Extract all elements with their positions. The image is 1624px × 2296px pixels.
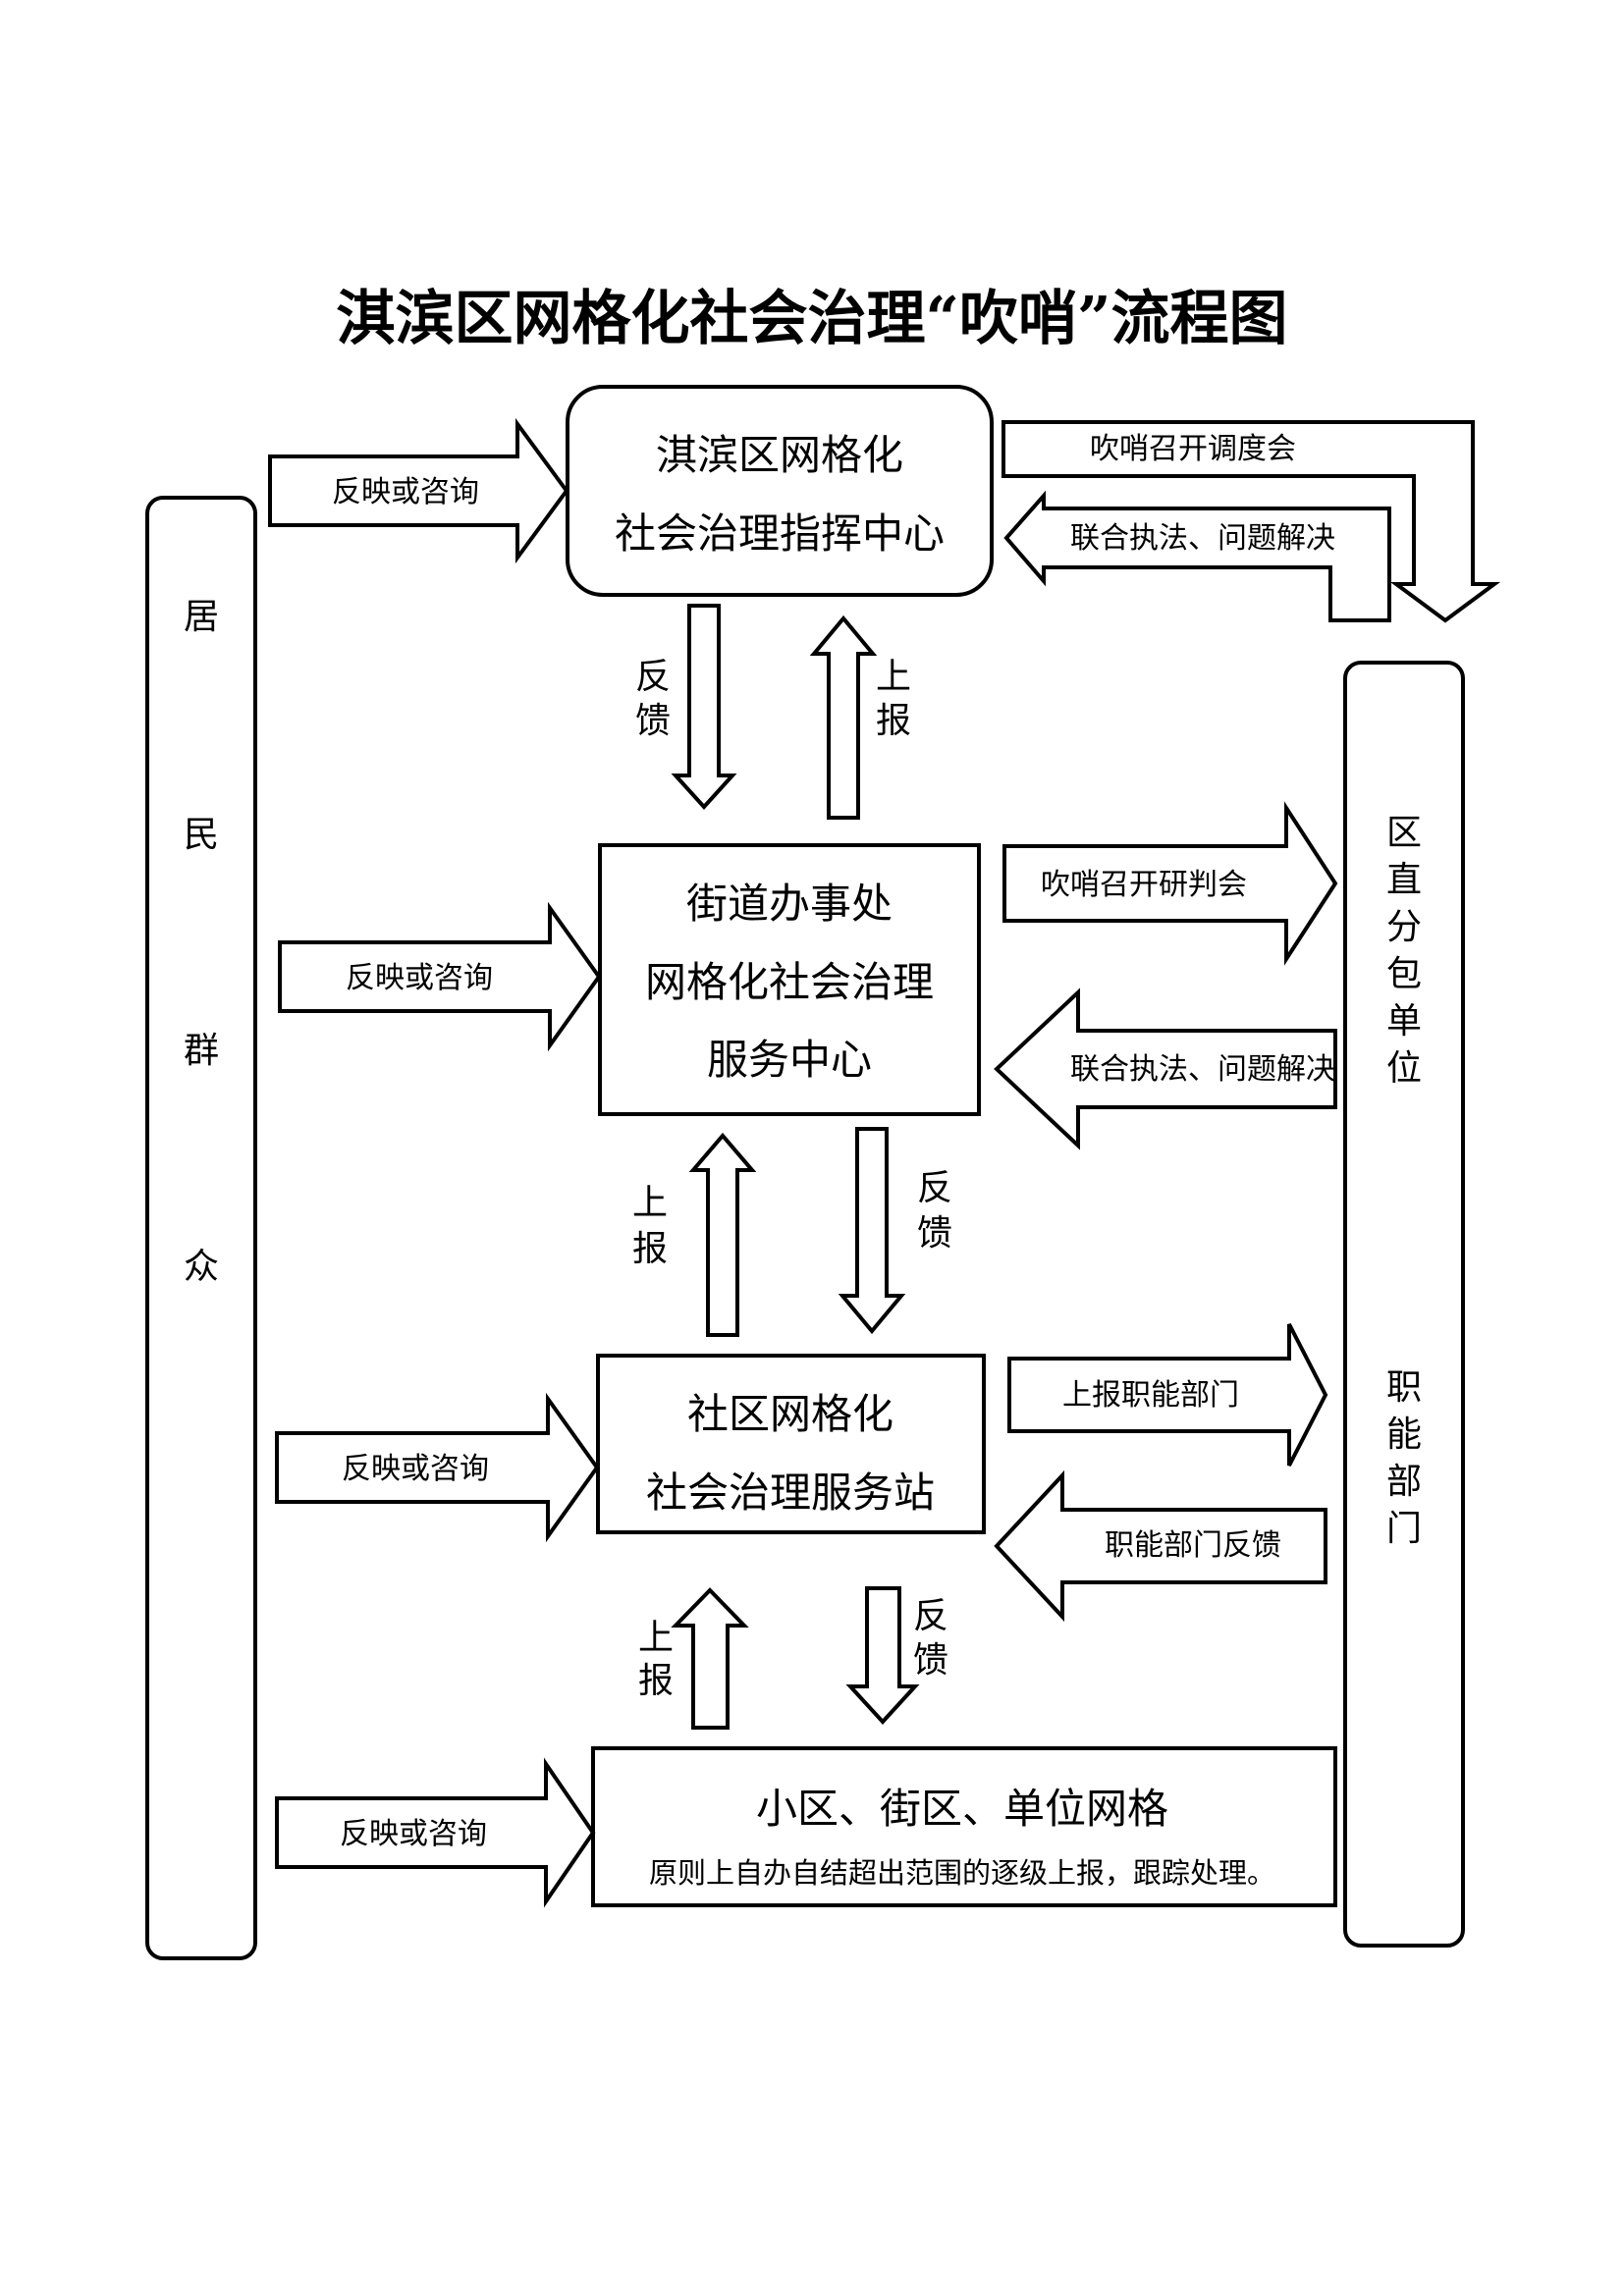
dept-feedback-label: 职能部门反馈	[1105, 1528, 1281, 1563]
report-label-char: 上	[632, 1183, 668, 1223]
district-units-label: 区 直 分 包 单 位	[1386, 813, 1422, 1089]
consult-arrow	[268, 417, 569, 564]
consult-arrow-label: 反映或咨询	[342, 1452, 489, 1486]
report-arrow-up	[671, 1587, 749, 1730]
street-center-line: 街道办事处	[686, 880, 893, 928]
page-title: 淇滨区网格化社会治理“吹哨”流程图	[336, 285, 1287, 353]
street-center-line: 服务中心	[707, 1036, 872, 1084]
consult-arrow-label: 反映或咨询	[346, 961, 493, 995]
whistle-research-label: 吹哨召开研判会	[1041, 868, 1247, 902]
feedback-label-char: 馈	[635, 701, 671, 741]
street-center-line: 网格化社会治理	[645, 958, 934, 1006]
district-units-char: 位	[1386, 1048, 1422, 1089]
residents-box	[145, 496, 257, 1960]
functional-departments-label: 职 能 部 门	[1386, 1367, 1422, 1549]
feedback-label-char: 反	[917, 1168, 952, 1208]
community-station-line: 社会治理服务站	[646, 1468, 935, 1517]
report-label-char: 报	[638, 1661, 674, 1701]
district-units-char: 包	[1386, 954, 1422, 994]
report-dept-arrow	[1007, 1323, 1328, 1467]
community-station-box	[596, 1354, 986, 1534]
whistle-dispatch-arrow	[1001, 420, 1501, 623]
consult-arrow	[275, 1392, 600, 1543]
community-station-line: 社区网格化	[687, 1390, 893, 1438]
residents-char: 众	[184, 1247, 219, 1287]
report-arrow-up	[688, 1132, 757, 1337]
feedback-label-char: 反	[913, 1596, 948, 1636]
grid-note: 原则上自办自结超出范围的逐级上报，跟踪处理。	[649, 1856, 1275, 1890]
whistle-dispatch-label: 吹哨召开调度会	[1090, 432, 1296, 466]
feedback-label-char: 馈	[917, 1213, 952, 1254]
residents-label: 居 民 群 众	[184, 597, 219, 1287]
joint-enforce-label: 联合执法、问题解决	[1070, 1052, 1335, 1087]
dept-feedback-arrow	[994, 1469, 1327, 1623]
functional-departments-char: 门	[1386, 1509, 1422, 1549]
joint-enforce-arrow	[994, 988, 1337, 1150]
district-units-char: 直	[1386, 860, 1422, 900]
report-dept-label: 上报职能部门	[1062, 1378, 1239, 1413]
district-units-char: 分	[1386, 907, 1422, 947]
command-center-line: 社会治理指挥中心	[615, 509, 945, 558]
feedback-label-char: 反	[635, 657, 671, 697]
consult-arrow	[275, 1757, 596, 1908]
report-label-char: 报	[876, 701, 911, 741]
whistle-research-arrow	[1002, 801, 1338, 966]
feedback-arrow-down	[671, 604, 737, 810]
residents-char: 民	[184, 815, 219, 855]
joint-enforce-label: 联合执法、问题解决	[1070, 521, 1335, 556]
residents-char: 居	[184, 597, 219, 637]
command-center-line: 淇滨区网格化	[656, 431, 903, 479]
functional-departments-char: 能	[1386, 1415, 1422, 1455]
district-units-char: 区	[1386, 813, 1422, 853]
departments-box	[1343, 661, 1465, 1948]
functional-departments-char: 部	[1386, 1462, 1422, 1502]
consult-arrow	[278, 901, 602, 1052]
feedback-label-char: 馈	[913, 1640, 948, 1681]
report-arrow-up	[809, 614, 878, 820]
functional-departments-char: 职	[1386, 1367, 1422, 1408]
district-units-char: 单	[1386, 1001, 1422, 1041]
report-label-char: 报	[632, 1229, 668, 1269]
residents-char: 群	[184, 1031, 219, 1071]
grid-line: 小区、街区、单位网格	[756, 1785, 1168, 1833]
report-label-char: 上	[638, 1618, 674, 1658]
command-center-box	[566, 385, 994, 597]
consult-arrow-label: 反映或咨询	[332, 475, 479, 509]
report-label-char: 上	[876, 657, 911, 697]
grid-box	[591, 1746, 1337, 1907]
feedback-arrow-down	[838, 1127, 906, 1335]
consult-arrow-label: 反映或咨询	[340, 1817, 487, 1851]
street-center-box	[598, 843, 981, 1116]
feedback-arrow-down	[845, 1586, 920, 1725]
joint-enforce-arrow	[1003, 490, 1391, 622]
